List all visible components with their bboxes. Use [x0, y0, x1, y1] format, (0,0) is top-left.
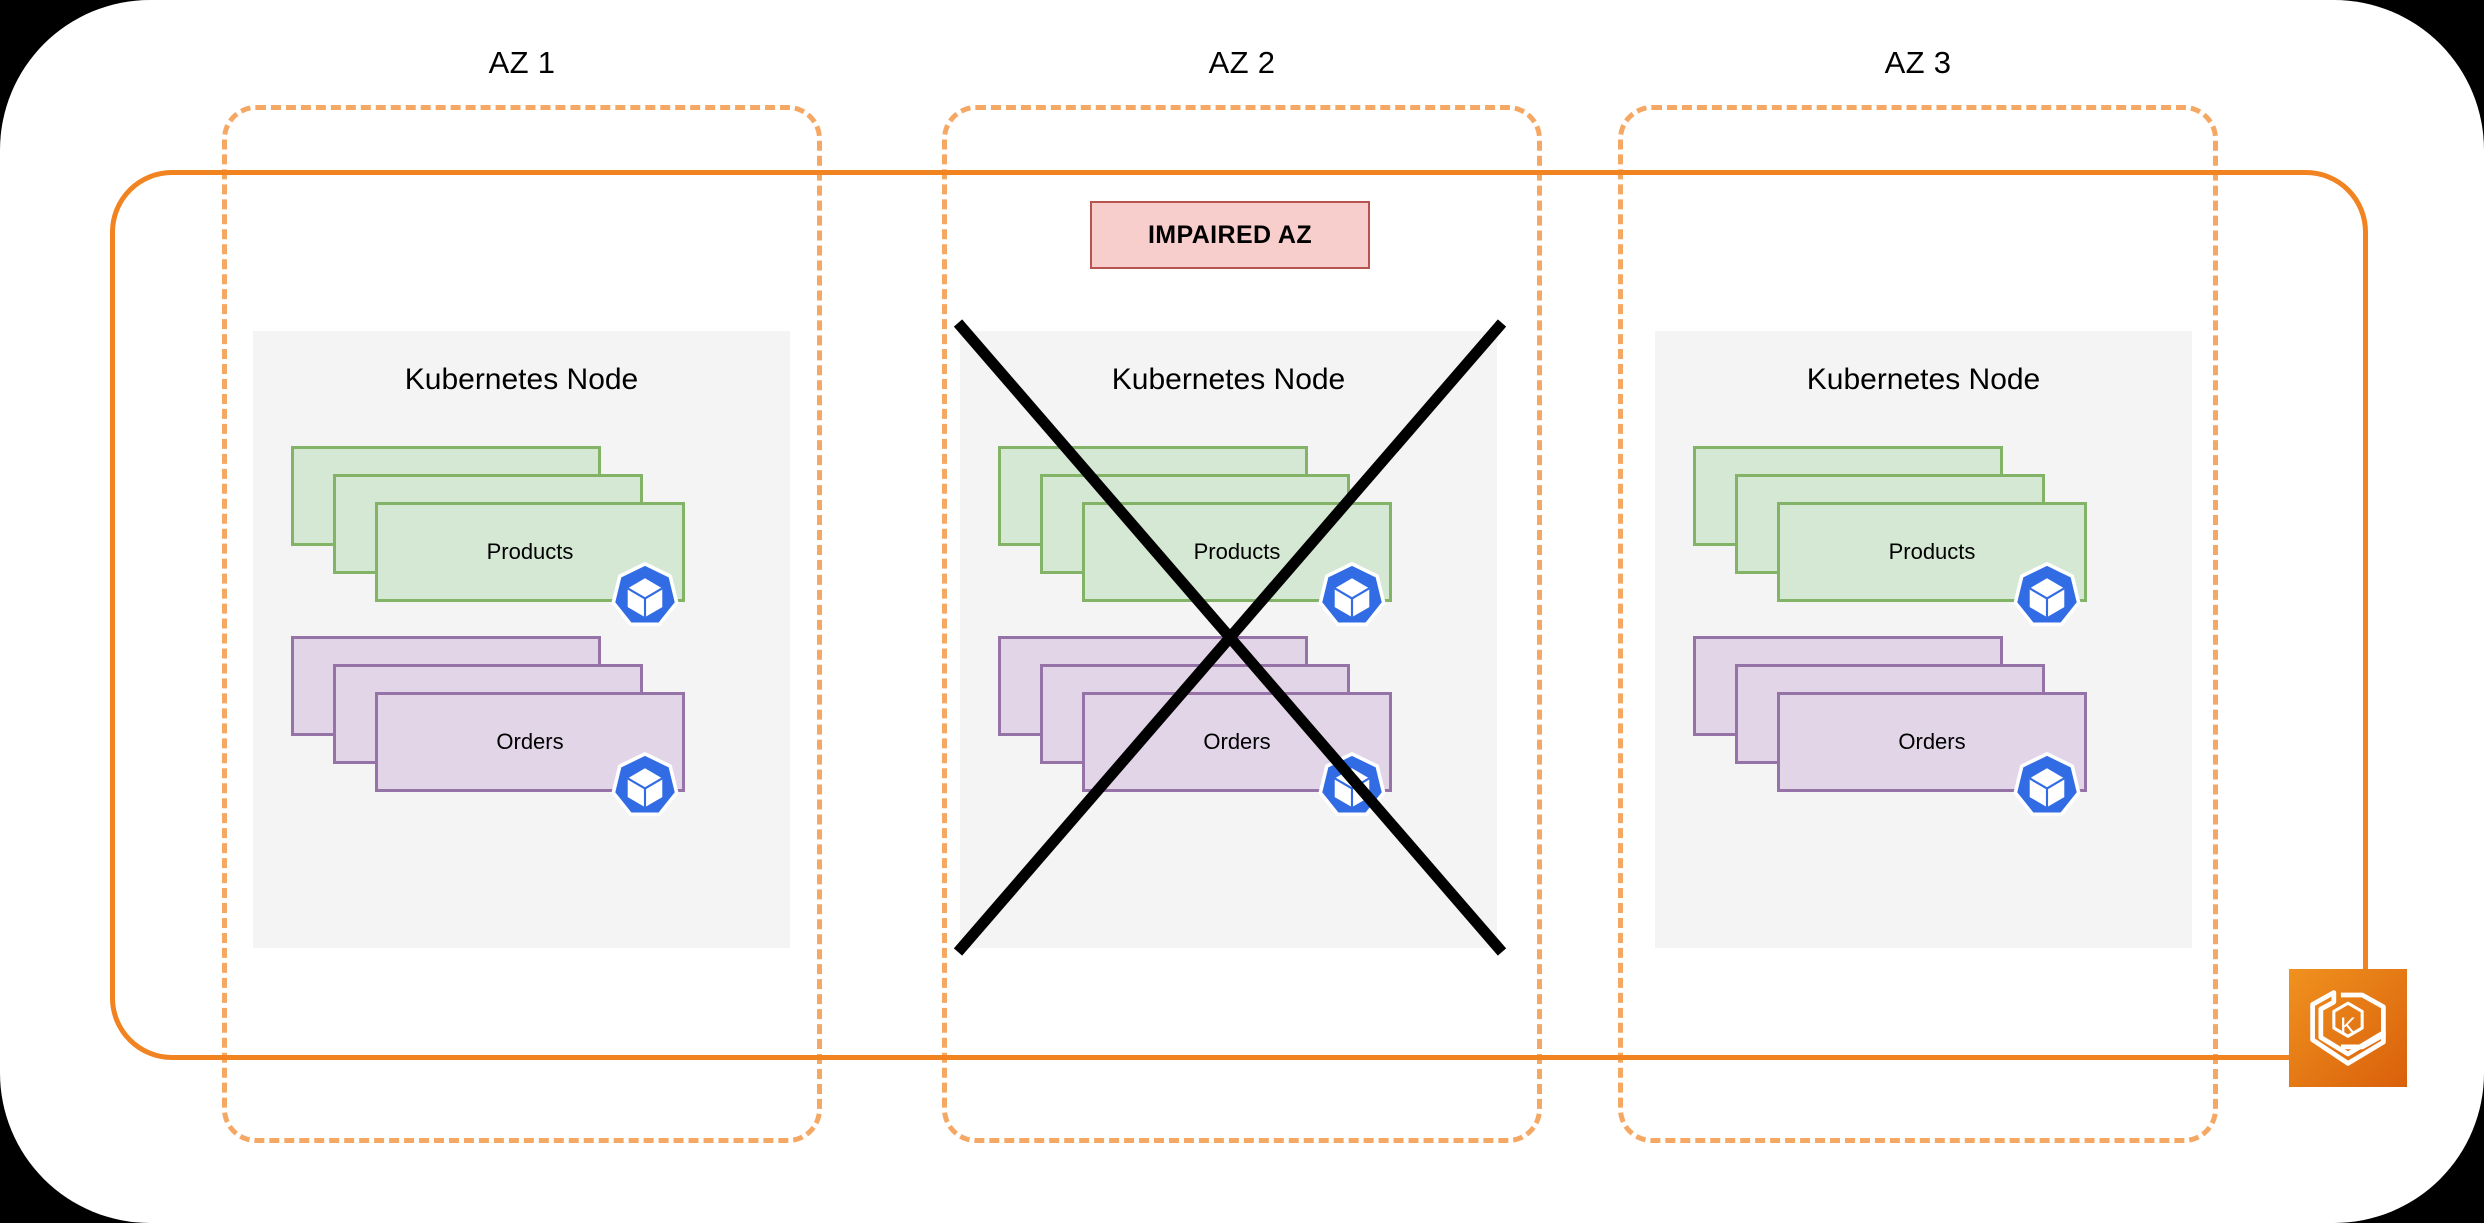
az-boundary-3 [1618, 105, 2218, 1143]
pod-label: Orders [1203, 729, 1271, 754]
pod-stack-orders-az1: Orders [291, 636, 691, 817]
kubernetes-icon [1318, 752, 1386, 817]
svg-text:K: K [2340, 1013, 2356, 1039]
kubernetes-icon [611, 752, 679, 817]
kubernetes-node-az1: Kubernetes Node Products Orders [253, 331, 790, 948]
pod-label: Orders [1898, 729, 1966, 754]
pod-label: Products [1888, 539, 1976, 564]
pod-stack-products-az2: Products [998, 446, 1398, 627]
node-title-az3: Kubernetes Node [1806, 363, 2041, 396]
pod-label: Products [486, 539, 574, 564]
pod-stack-products-az3: Products [1693, 446, 2093, 627]
kubernetes-icon [2013, 562, 2081, 627]
az-label-1: AZ 1 [488, 45, 556, 80]
pod-stack-orders-az2: Orders [998, 636, 1398, 817]
az-boundary-2 [942, 105, 1542, 1143]
kubernetes-node-az2: Kubernetes Node Products Orders [960, 331, 1497, 948]
vpc-boundary [110, 170, 2368, 1060]
az-boundary-1 [222, 105, 822, 1143]
pod-stack-products-az1: Products [291, 446, 691, 627]
pod-stack-orders-az3: Orders [1693, 636, 2093, 817]
impaired-az-badge: IMPAIRED AZ [1090, 201, 1370, 269]
az-label-3: AZ 3 [1884, 45, 1952, 80]
pod-label: Orders [496, 729, 564, 754]
node-title-az1: Kubernetes Node [404, 363, 639, 396]
kubernetes-node-az3: Kubernetes Node Products Orders [1655, 331, 2192, 948]
az-label-2: AZ 2 [1208, 45, 1276, 80]
kubernetes-icon [611, 562, 679, 627]
eks-logo: K [2289, 969, 2407, 1087]
kubernetes-icon [2013, 752, 2081, 817]
kubernetes-icon [1318, 562, 1386, 627]
pod-label: Products [1193, 539, 1281, 564]
node-title-az2: Kubernetes Node [1111, 363, 1346, 396]
